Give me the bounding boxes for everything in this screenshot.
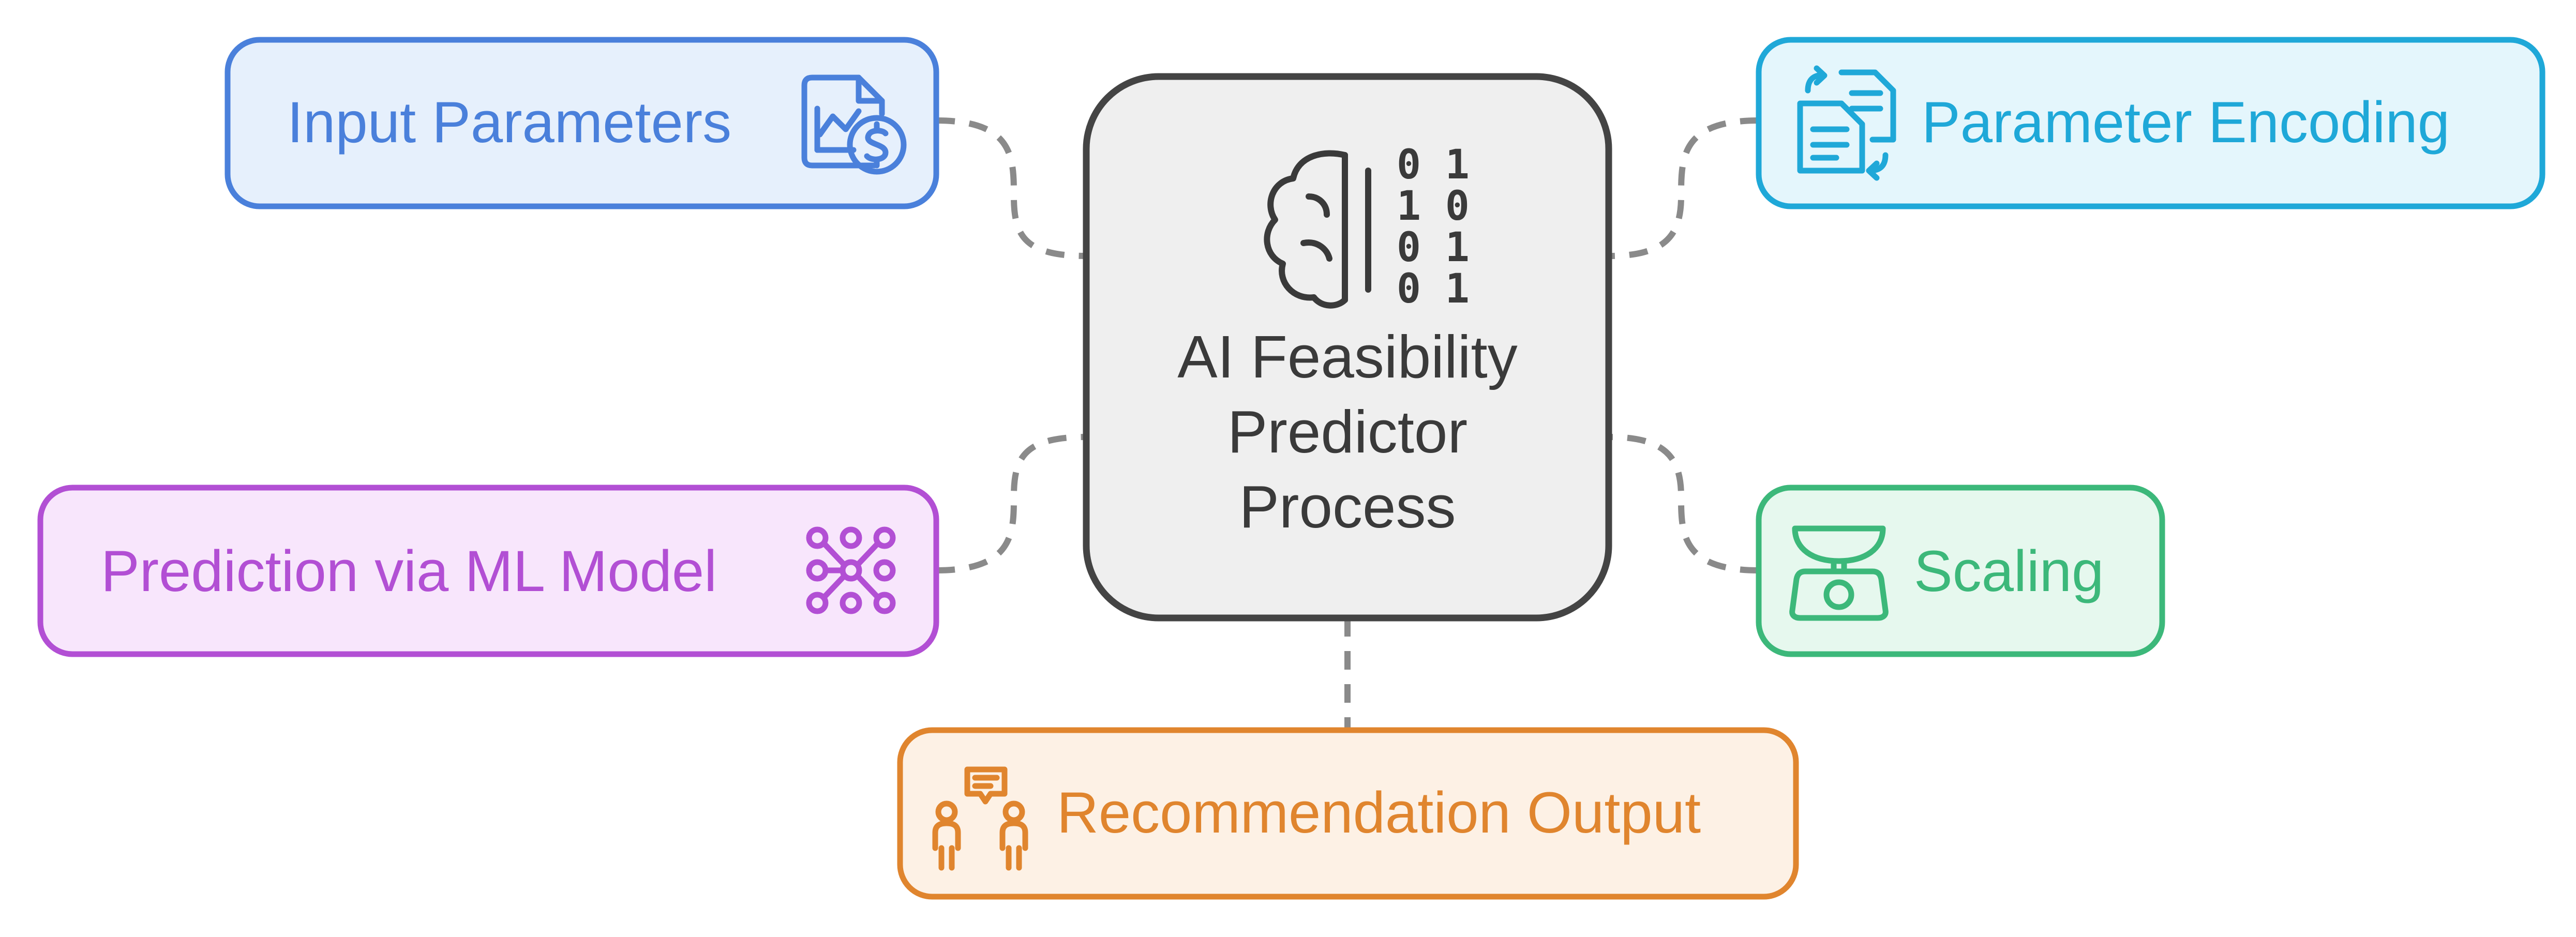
binary-row: 0 1	[1397, 266, 1470, 312]
connector-parameter-encoding	[1608, 117, 1759, 259]
weighing-scale-icon	[1789, 525, 1889, 621]
connector-prediction-ml-model	[936, 434, 1087, 573]
chart-dollar-document-icon	[801, 74, 907, 175]
center-title-line: Process	[1239, 473, 1456, 540]
brain-binary-icon	[1264, 150, 1371, 309]
network-grid-icon	[806, 526, 896, 614]
node-prediction-ml-model: Prediction via ML Model	[37, 485, 939, 657]
node-scaling: Scaling	[1756, 485, 2165, 657]
center-title-line: Predictor	[1227, 398, 1467, 465]
binary-row: 0 1	[1397, 224, 1470, 271]
connectors	[936, 117, 1759, 729]
node-label: Scaling	[1914, 539, 2104, 603]
node-label: Parameter Encoding	[1922, 90, 2450, 155]
center-title: AI Feasibility Predictor Process	[1177, 323, 1518, 540]
people-chat-icon	[932, 766, 1028, 871]
node-parameter-encoding: Parameter Encoding	[1756, 37, 2545, 209]
binary-digits: 0 1 1 0 0 1 0 1	[1397, 142, 1470, 312]
binary-row: 0 1	[1397, 142, 1470, 188]
center-node: 0 1 1 0 0 1 0 1 AI Feasibility Predictor…	[1083, 73, 1612, 622]
center-node-box	[1083, 73, 1612, 622]
document-swap-icon	[1797, 65, 1896, 181]
node-recommendation-output: Recommendation Output	[897, 727, 1799, 900]
connector-input-parameters	[936, 117, 1087, 259]
node-label: Input Parameters	[287, 90, 731, 155]
connector-scaling	[1608, 434, 1759, 573]
node-label: Recommendation Output	[1057, 780, 1701, 845]
binary-row: 1 0	[1397, 183, 1470, 230]
node-input-parameters: Input Parameters	[224, 37, 939, 209]
node-label: Prediction via ML Model	[101, 539, 717, 603]
center-title-line: AI Feasibility	[1177, 323, 1518, 390]
